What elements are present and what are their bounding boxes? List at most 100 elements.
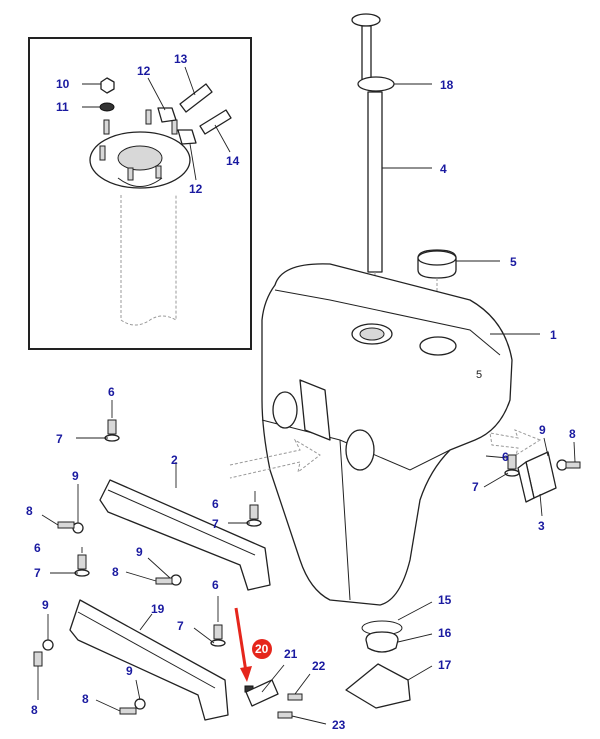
callout-2: 2	[171, 453, 178, 467]
callout-7d: 7	[177, 619, 184, 633]
callout-4: 4	[440, 162, 447, 176]
tank-front-edge	[339, 439, 351, 601]
highlight-badge	[252, 639, 272, 659]
callout-10: 10	[56, 77, 70, 91]
callout-23: 23	[332, 718, 346, 732]
callout-22: 22	[312, 659, 326, 673]
callout-6d: 6	[212, 578, 219, 592]
inset-hose-14	[199, 109, 232, 135]
sender-head	[351, 13, 381, 27]
bolt-6b	[249, 504, 259, 520]
washer-7d	[210, 639, 226, 647]
callout-17: 17	[438, 658, 452, 672]
leader-lines	[37, 66, 576, 725]
callout-3: 3	[538, 519, 545, 533]
callout-8e: 8	[569, 427, 576, 441]
bolt-6c	[77, 554, 87, 570]
callout-16: 16	[438, 626, 452, 640]
highlight-arrow-shaft	[234, 607, 248, 673]
filler-cap	[417, 249, 457, 320]
tank-neck-right	[419, 336, 457, 356]
bracket-19-edge	[77, 611, 216, 689]
callout-6a: 6	[108, 385, 115, 399]
callout-12-lower: 12	[189, 182, 203, 196]
callout-6b: 6	[212, 497, 219, 511]
bolt-6a	[107, 419, 117, 435]
callout-7a: 7	[56, 432, 63, 446]
callout-13: 13	[174, 52, 188, 66]
inset-studs	[99, 109, 178, 181]
callout-7b: 7	[212, 517, 219, 531]
tank-rib	[299, 379, 331, 441]
callout-12-upper: 12	[137, 64, 151, 78]
arrow-right	[489, 429, 542, 457]
callout-15: 15	[438, 593, 452, 607]
sender-flange	[357, 76, 395, 92]
cap-top	[417, 250, 457, 266]
callout-14: 14	[226, 154, 240, 168]
callout-20: 20	[255, 642, 269, 656]
callout-9c: 9	[42, 598, 49, 612]
bolt-6e	[507, 454, 517, 470]
inset-flange-rim	[117, 177, 163, 187]
callout-9b: 9	[136, 545, 143, 559]
inset-detail	[28, 37, 252, 350]
bolt-8b	[155, 577, 173, 585]
bolt-8a	[57, 521, 75, 529]
screw-22	[287, 693, 303, 701]
sender-unit	[351, 13, 395, 300]
plate-21	[245, 679, 279, 707]
tank-hole-left	[272, 391, 298, 429]
screw-23	[277, 711, 293, 719]
callout-7e: 7	[472, 480, 479, 494]
callout-11: 11	[56, 100, 69, 114]
inset-frame	[28, 37, 252, 350]
inset-nut	[100, 77, 115, 94]
tank-mid-edge	[261, 419, 451, 471]
arrow-left	[229, 438, 321, 479]
washer-7e	[504, 469, 520, 477]
callout-19: 19	[151, 602, 165, 616]
bolt-8d	[119, 707, 137, 715]
callout-7c: 7	[34, 566, 41, 580]
bolt-8e	[565, 461, 581, 469]
tank-body	[261, 263, 513, 606]
inset-elbow-lower	[177, 129, 197, 145]
callout-5: 5	[510, 255, 517, 269]
inset-hose-13	[179, 83, 213, 113]
inset-washer	[99, 102, 115, 112]
callout-8b: 8	[112, 565, 119, 579]
callout-9a: 9	[72, 469, 79, 483]
callout-18: 18	[440, 78, 454, 92]
fuel-tank: 5	[229, 263, 542, 606]
bracket-3	[517, 451, 557, 503]
bracket-3-flange	[517, 461, 535, 503]
bracket-2	[99, 479, 271, 591]
callout-8a: 8	[26, 504, 33, 518]
callout-1: 1	[550, 328, 557, 342]
inset-sender-pipe	[120, 195, 177, 326]
tank-neck-left-bore	[359, 327, 385, 341]
sender-neck	[361, 25, 372, 83]
callout-8d: 8	[82, 692, 89, 706]
tank-top-edge	[274, 289, 501, 356]
callout-9d: 9	[126, 664, 133, 678]
sender-pipe	[367, 91, 383, 273]
tank-hole-right	[345, 429, 375, 471]
bracket-2-body	[99, 479, 271, 591]
callout-6e: 6	[502, 450, 509, 464]
callout-6c: 6	[34, 541, 41, 555]
callout-8c: 8	[31, 703, 38, 717]
bracket-17	[345, 663, 411, 709]
plug-16	[365, 631, 399, 653]
callout-21: 21	[284, 647, 298, 661]
bolt-6d	[213, 624, 223, 640]
callout-9e: 9	[539, 423, 546, 437]
bracket-19	[69, 599, 229, 721]
highlight-arrow	[234, 607, 272, 682]
highlight-arrow-head	[240, 666, 252, 682]
tank-mark: 5	[476, 369, 482, 381]
bracket-2-edge	[107, 489, 256, 556]
